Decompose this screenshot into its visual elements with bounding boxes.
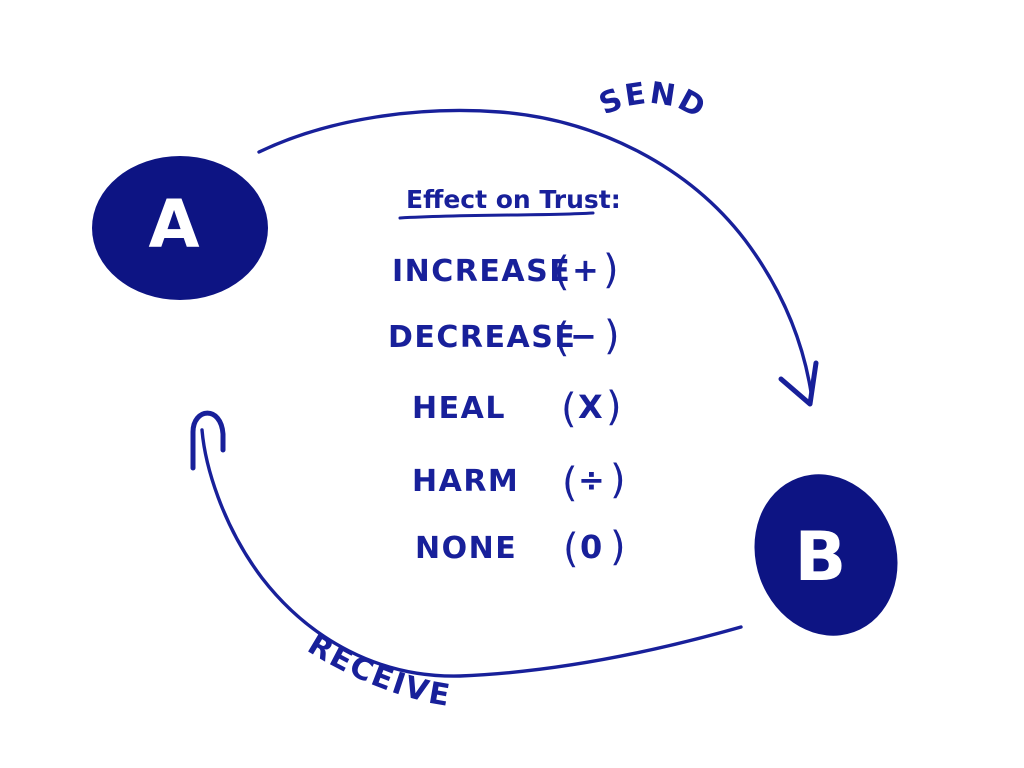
legend-row: HEAL ( X ) bbox=[412, 384, 622, 432]
legend-paren-open: ( bbox=[554, 249, 570, 295]
legend-row-label: HEAL bbox=[412, 391, 506, 426]
legend-paren-open: ( bbox=[562, 460, 578, 506]
legend: Effect on Trust: INCREASE ( + ) DECREASE… bbox=[388, 185, 626, 572]
legend-row-label: DECREASE bbox=[388, 320, 576, 355]
legend-row-label: NONE bbox=[415, 531, 517, 566]
legend-row: DECREASE ( − ) bbox=[388, 313, 620, 361]
legend-row-symbol: ÷ bbox=[578, 461, 605, 499]
edge-receive-arrowhead bbox=[190, 410, 226, 471]
legend-row-symbol: + bbox=[572, 251, 599, 289]
node-b[interactable]: B bbox=[732, 454, 920, 656]
node-a[interactable]: A bbox=[92, 156, 268, 300]
legend-row-symbol: − bbox=[570, 317, 597, 355]
legend-row-label: INCREASE bbox=[392, 254, 571, 289]
edge-receive-curve bbox=[200, 428, 743, 678]
node-b-label: B bbox=[794, 518, 846, 597]
legend-paren-open: ( bbox=[563, 526, 579, 572]
legend-row: INCREASE ( + ) bbox=[392, 247, 619, 295]
legend-row: HARM ( ÷ ) bbox=[412, 457, 626, 506]
legend-paren-open: ( bbox=[561, 386, 577, 432]
edge-send-arrowhead bbox=[778, 360, 819, 407]
edge-send-curve bbox=[257, 108, 813, 394]
node-b-shape bbox=[754, 474, 898, 636]
legend-title-underline bbox=[398, 211, 595, 220]
legend-row: NONE ( 0 ) bbox=[415, 524, 626, 572]
legend-paren-close: ) bbox=[606, 384, 622, 430]
legend-title: Effect on Trust: bbox=[406, 185, 621, 214]
node-a-label: A bbox=[148, 186, 199, 263]
legend-paren-close: ) bbox=[604, 313, 620, 359]
edge-send-label: SEND bbox=[594, 76, 712, 127]
legend-row-symbol: 0 bbox=[580, 528, 602, 566]
edge-receive-label: RECEIVE bbox=[302, 627, 454, 714]
legend-paren-close: ) bbox=[610, 524, 626, 570]
legend-row-label: HARM bbox=[412, 464, 519, 499]
legend-paren-close: ) bbox=[610, 457, 626, 503]
legend-paren-open: ( bbox=[554, 315, 570, 361]
legend-paren-close: ) bbox=[603, 247, 619, 293]
legend-row-symbol: X bbox=[578, 388, 603, 426]
node-a-shape bbox=[92, 156, 268, 300]
